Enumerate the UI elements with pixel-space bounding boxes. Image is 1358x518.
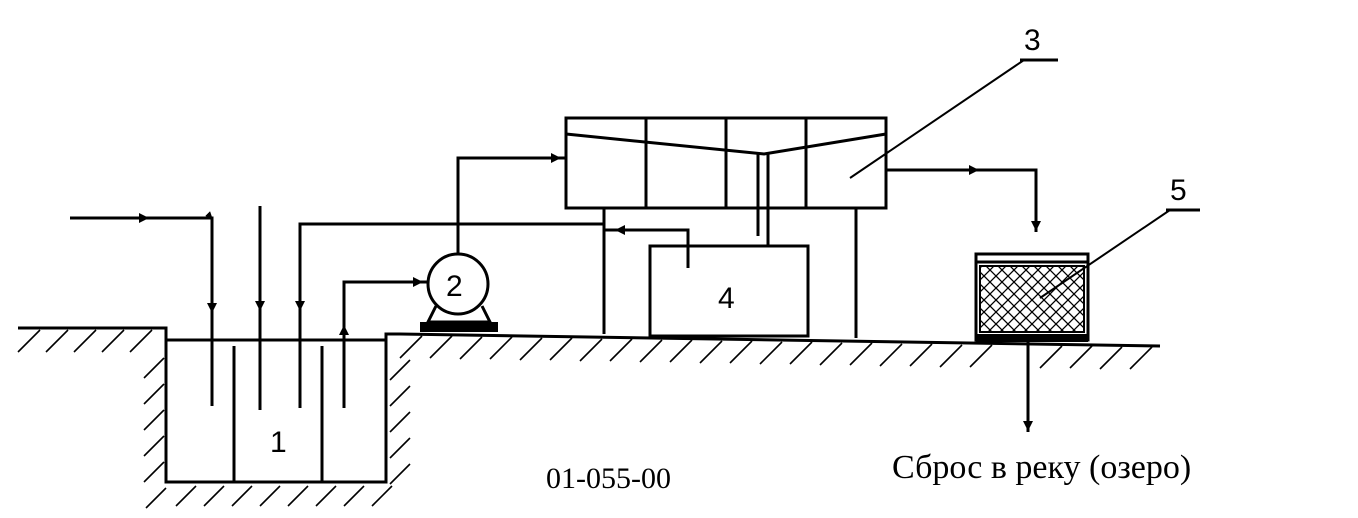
pump-2-label: 2 (446, 270, 463, 303)
tank-1: 1 (166, 338, 386, 482)
separator-outlet (886, 165, 1041, 232)
separator-3: 3 (564, 24, 1058, 338)
separator-3-label: 3 (1024, 24, 1041, 57)
tank-inlets (70, 206, 606, 410)
block-4: 4 (604, 225, 810, 338)
block-4-label: 4 (718, 282, 735, 315)
ground (17, 326, 1161, 509)
pit-right-hatch (389, 359, 411, 485)
pump-2: 2 (420, 252, 498, 332)
drawing-code: 01-055-00 (546, 462, 671, 495)
filter-5: 5 (974, 174, 1200, 342)
tank-1-label: 1 (270, 426, 287, 459)
pit-bottom-hatch (175, 485, 393, 507)
ground-hatch-left (17, 329, 167, 509)
ground-hatch-right (399, 335, 1153, 370)
discharge-caption: Сброс в реку (озеро) (892, 449, 1191, 486)
filter-5-label: 5 (1170, 174, 1187, 207)
pump-discharge (456, 153, 566, 254)
